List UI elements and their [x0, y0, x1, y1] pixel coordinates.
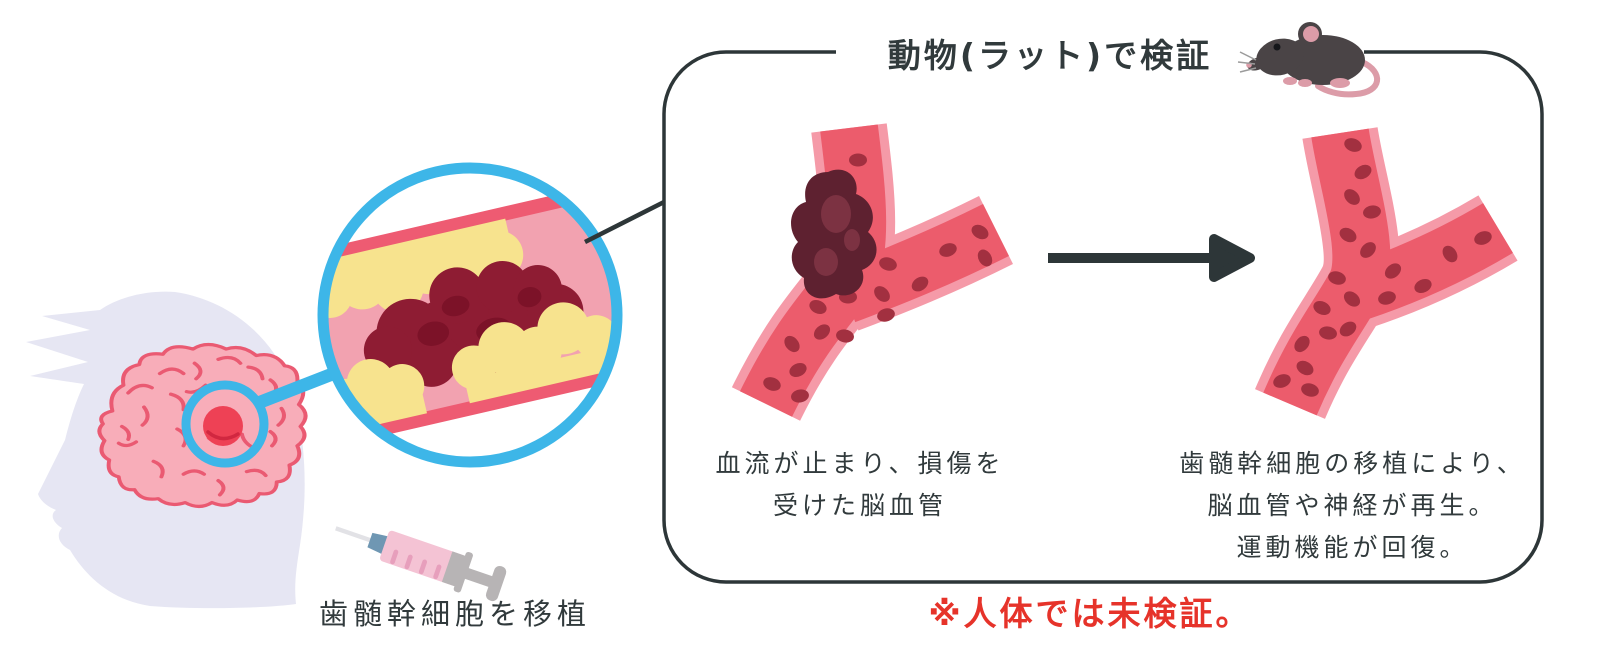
caption-line: 血流が止まり、損傷を — [715, 449, 1005, 478]
stroke-site-marker — [203, 406, 243, 446]
caption-line: 歯髄幹細胞の移植により、 — [1179, 449, 1526, 478]
brain-highlight-ring — [181, 364, 343, 468]
transplant-label: 歯髄幹細胞を移植 — [318, 597, 591, 631]
caption-line: 運動機能が回復。 — [1236, 533, 1469, 562]
damaged-brain-vessel — [731, 123, 1013, 421]
transition-arrow — [1048, 234, 1255, 282]
panel-title: 動物(ラット)で検証 — [887, 36, 1213, 75]
clogged-artery-cross-section — [328, 184, 612, 446]
vessel-clot — [791, 169, 877, 299]
syringe-icon — [335, 526, 507, 602]
caption-recovered-vessel: 歯髄幹細胞の移植により、 脳血管や神経が再生。 運動機能が回復。 — [1155, 443, 1550, 569]
regenerated-brain-vessel — [1255, 126, 1518, 420]
human-unverified-footnote: ※人体では未検証。 — [928, 594, 1252, 633]
magnified-artery-circle — [317, 162, 623, 468]
pointer-line — [583, 196, 672, 245]
rat-icon — [1237, 22, 1381, 98]
blood-cells — [763, 153, 993, 403]
caption-line: 脳血管や神経が再生。 — [1207, 491, 1498, 520]
plaque-bottom — [329, 302, 612, 433]
brain-icon — [97, 342, 308, 509]
blood-cells — [1273, 138, 1492, 397]
caption-damaged-vessel: 血流が止まり、損傷を 受けた脳血管 — [695, 443, 1025, 527]
caption-line: 受けた脳血管 — [772, 491, 947, 520]
